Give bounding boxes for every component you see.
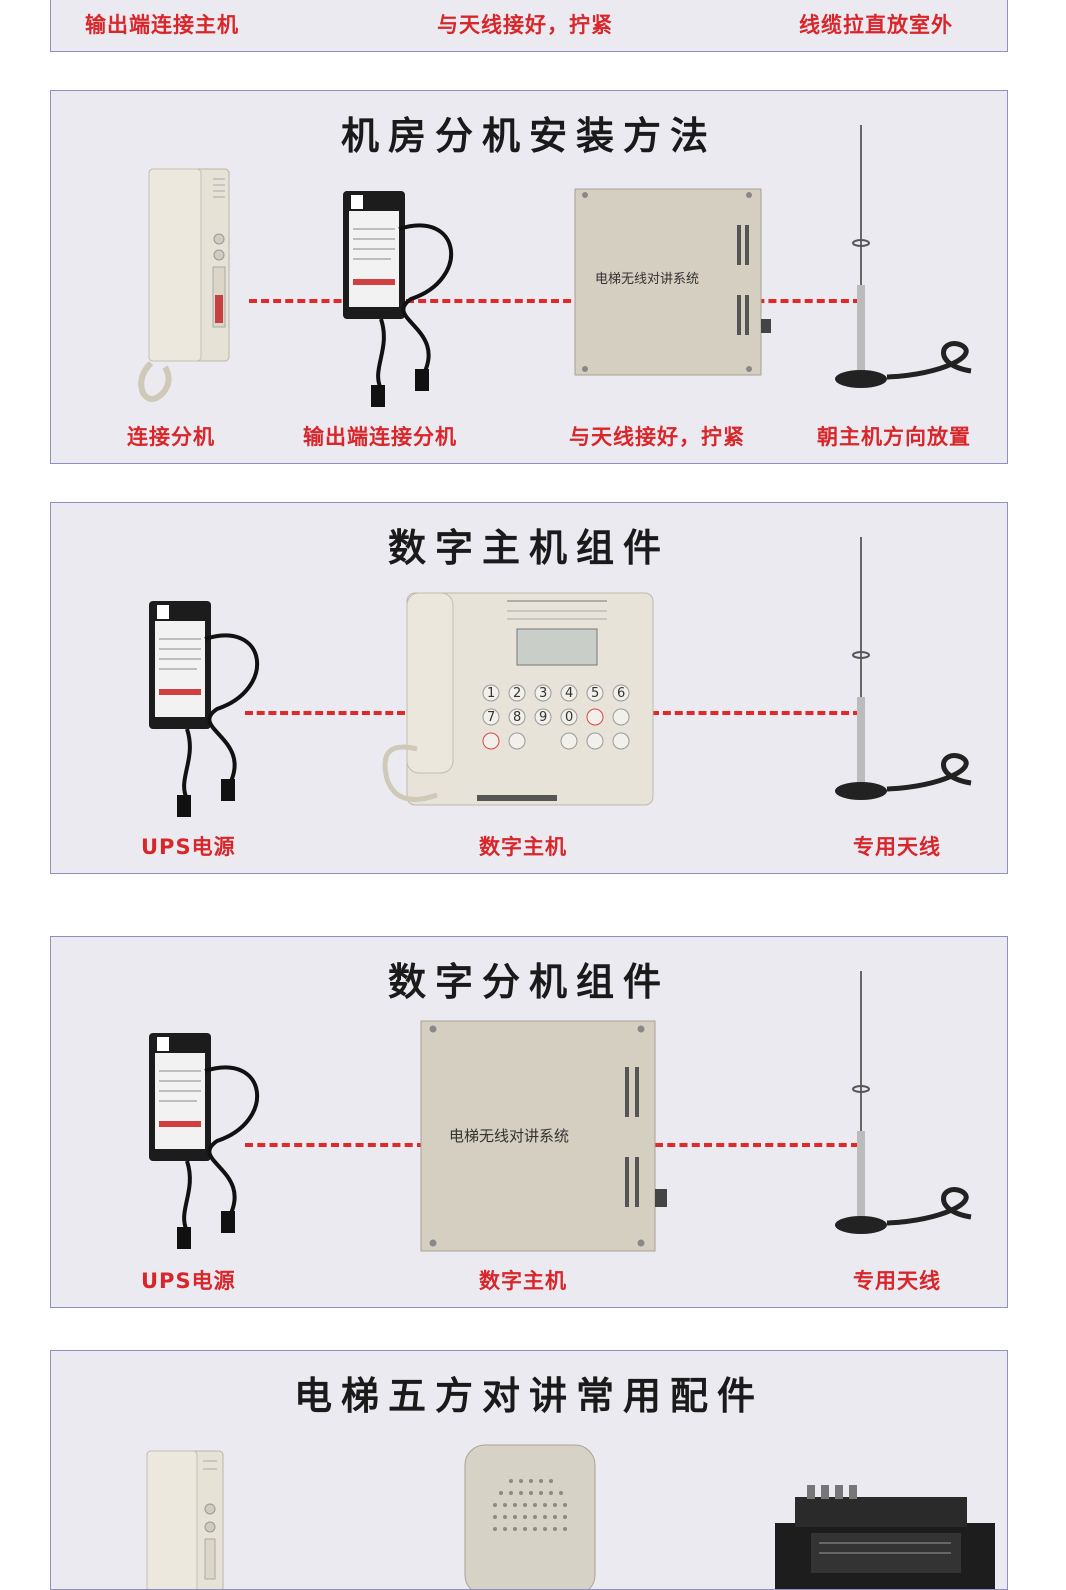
key-5: 5 bbox=[591, 686, 599, 701]
caption-face-host: 朝主机方向放置 bbox=[817, 425, 971, 449]
antenna-icon bbox=[835, 971, 972, 1234]
panel-connection-top: 输出端连接主机 与天线接好，拧紧 线缆拉直放室外 bbox=[50, 0, 1008, 52]
system-box-icon: 电梯无线对讲系统 bbox=[420, 1020, 667, 1252]
caption-digital-host: 数字主机 bbox=[479, 1269, 567, 1293]
speaker-icon bbox=[464, 1444, 596, 1589]
caption-output-to-extension: 输出端连接分机 bbox=[303, 425, 457, 449]
connection-dash-line-right bbox=[651, 711, 861, 715]
caption-ups-power: UPS电源 bbox=[141, 1269, 236, 1293]
panel-title: 机房分机安装方法 bbox=[340, 114, 717, 158]
key-3: 3 bbox=[539, 686, 547, 701]
caption-cable-outdoor: 线缆拉直放室外 bbox=[799, 13, 953, 37]
caption-digital-host: 数字主机 bbox=[479, 835, 567, 859]
key-9: 9 bbox=[539, 710, 547, 725]
panel-digital-extension-kit: 数字分机组件 电梯无线对讲系统 UPS电源 数字主机 专用天线 bbox=[50, 936, 1008, 1308]
key-8: 8 bbox=[513, 710, 521, 725]
connection-dash-line bbox=[249, 299, 861, 303]
key-4: 4 bbox=[565, 686, 573, 701]
panel-digital-host-kit: 数字主机组件 bbox=[50, 502, 1008, 874]
power-adapter-icon bbox=[149, 601, 260, 817]
caption-connect-antenna: 与天线接好，拧紧 bbox=[569, 425, 745, 449]
power-adapter-icon bbox=[343, 191, 454, 407]
key-2: 2 bbox=[513, 686, 521, 701]
box-label: 电梯无线对讲系统 bbox=[595, 272, 699, 287]
panel-title: 数字主机组件 bbox=[387, 526, 670, 570]
caption-connect-antenna: 与天线接好，拧紧 bbox=[437, 13, 613, 37]
caption-connect-extension: 连接分机 bbox=[127, 425, 215, 449]
panel-common-accessories: 电梯五方对讲常用配件 bbox=[50, 1350, 1008, 1590]
wireless-module-icon bbox=[775, 1485, 995, 1589]
panel-title: 数字分机组件 bbox=[387, 960, 670, 1004]
key-0: 0 bbox=[565, 710, 573, 725]
keypad: 1 2 3 4 5 6 7 8 9 0 bbox=[482, 684, 630, 750]
panel-title: 电梯五方对讲常用配件 bbox=[293, 1374, 764, 1418]
antenna-icon bbox=[835, 125, 972, 388]
antenna-icon bbox=[835, 537, 972, 800]
box-label: 电梯无线对讲系统 bbox=[449, 1127, 569, 1145]
key-6: 6 bbox=[617, 686, 625, 701]
caption-dedicated-antenna: 专用天线 bbox=[853, 1269, 941, 1293]
system-box-icon: 电梯无线对讲系统 bbox=[574, 188, 771, 376]
panel-machine-room-install: 机房分机安装方法 电梯无线对讲系统 bbox=[50, 90, 1008, 464]
caption-dedicated-antenna: 专用天线 bbox=[853, 835, 941, 859]
key-7: 7 bbox=[487, 710, 495, 725]
power-adapter-icon bbox=[149, 1033, 260, 1249]
connection-dash-line-left bbox=[245, 711, 405, 715]
key-1: 1 bbox=[487, 686, 495, 701]
connection-dash-line-right bbox=[655, 1143, 859, 1147]
connection-dash-line-left bbox=[245, 1143, 425, 1147]
intercom-extension-icon bbox=[146, 1450, 224, 1589]
caption-ups-power: UPS电源 bbox=[141, 835, 236, 859]
caption-output-to-host: 输出端连接主机 bbox=[85, 13, 239, 37]
digital-host-phone-icon: 1 2 3 4 5 6 7 8 9 0 bbox=[382, 592, 654, 806]
intercom-extension-icon bbox=[138, 168, 230, 402]
